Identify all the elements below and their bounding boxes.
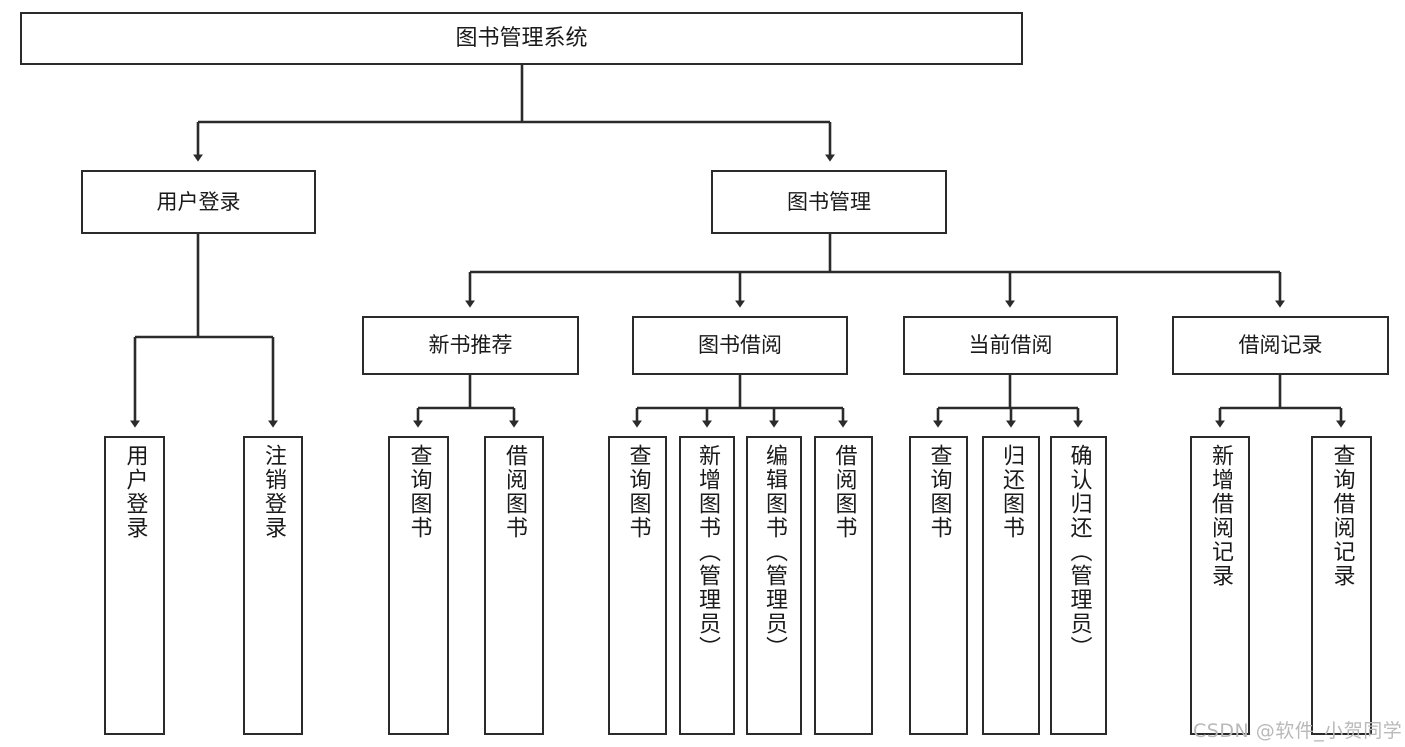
leaf-user-login[interactable]: 用户登录 (104, 436, 165, 735)
node-book-borrow-label: 图书借阅 (698, 333, 782, 358)
node-book-mgmt-label: 图书管理 (787, 189, 871, 214)
leaf-edit-book[interactable]: 编辑图书（管理员） (746, 436, 802, 735)
leaf-add-record-label: 新增借阅记录 (1208, 444, 1233, 588)
leaf-confirm-return-label: 确认归还（管理员） (1066, 444, 1092, 660)
node-user-login[interactable]: 用户登录 (81, 170, 316, 234)
node-borrow-record-label: 借阅记录 (1238, 333, 1323, 358)
leaf-query-book-1[interactable]: 查询图书 (388, 436, 449, 735)
node-borrow-record[interactable]: 借阅记录 (1172, 316, 1389, 375)
node-current-borrow[interactable]: 当前借阅 (903, 316, 1118, 375)
leaf-query-book-2-label: 查询图书 (625, 444, 651, 540)
leaf-add-record[interactable]: 新增借阅记录 (1190, 436, 1250, 735)
node-new-book-rec[interactable]: 新书推荐 (362, 316, 579, 375)
leaf-return-book-label: 归还图书 (999, 444, 1024, 540)
node-current-borrow-label: 当前借阅 (968, 333, 1053, 358)
leaf-query-record-label: 查询借阅记录 (1329, 444, 1355, 588)
leaf-logout[interactable]: 注销登录 (243, 436, 303, 735)
leaf-query-book-3[interactable]: 查询图书 (909, 436, 968, 735)
leaf-user-login-label: 用户登录 (122, 444, 148, 540)
leaf-borrow-book-2-label: 借阅图书 (831, 444, 857, 540)
leaf-confirm-return[interactable]: 确认归还（管理员） (1050, 436, 1107, 735)
csdn-watermark: CSDN @软件_小贺同学 (1193, 720, 1403, 742)
leaf-borrow-book-2[interactable]: 借阅图书 (814, 436, 873, 735)
node-user-login-label: 用户登录 (156, 189, 241, 214)
leaf-add-book-label: 新增图书（管理员） (695, 444, 720, 660)
leaf-query-book-3-label: 查询图书 (926, 444, 952, 540)
leaf-query-book-2[interactable]: 查询图书 (608, 436, 667, 735)
leaf-add-book[interactable]: 新增图书（管理员） (679, 436, 735, 735)
leaf-query-record[interactable]: 查询借阅记录 (1311, 436, 1372, 735)
node-new-book-rec-label: 新书推荐 (428, 333, 513, 358)
leaf-query-book-1-label: 查询图书 (406, 444, 432, 540)
leaf-borrow-book-1[interactable]: 借阅图书 (484, 436, 544, 735)
leaf-logout-label: 注销登录 (261, 444, 286, 540)
leaf-edit-book-label: 编辑图书（管理员） (762, 444, 787, 660)
node-root-label: 图书管理系统 (455, 25, 588, 51)
node-book-mgmt[interactable]: 图书管理 (711, 170, 947, 234)
leaf-borrow-book-1-label: 借阅图书 (502, 444, 527, 540)
leaf-return-book[interactable]: 归还图书 (982, 436, 1040, 735)
node-book-borrow[interactable]: 图书借阅 (632, 316, 848, 375)
node-root[interactable]: 图书管理系统 (20, 12, 1023, 65)
